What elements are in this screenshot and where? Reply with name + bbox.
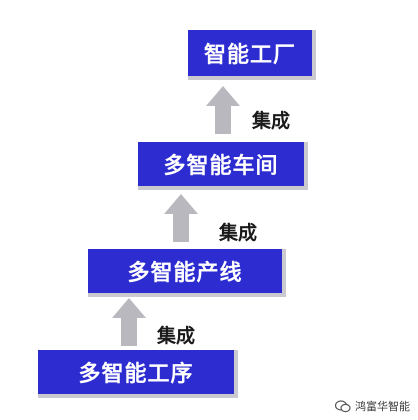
- level-label-process: 多智能工序: [78, 362, 194, 387]
- connector-label-3: 集成: [252, 110, 291, 132]
- up-arrow-icon-2: [164, 194, 198, 242]
- connector-label-1: 集成: [157, 325, 196, 347]
- wechat-icon: [335, 399, 351, 412]
- level-block-line: 多智能产线: [88, 249, 286, 297]
- level-block-factory: 智能工厂: [188, 30, 316, 80]
- level-block-workshop: 多智能车间: [138, 142, 308, 190]
- up-arrow-icon-1: [112, 298, 146, 346]
- watermark-text: 鸿富华智能: [355, 400, 410, 413]
- level-block-process: 多智能工序: [38, 350, 238, 398]
- level-label-line: 多智能产线: [127, 261, 243, 286]
- level-label-factory: 智能工厂: [203, 43, 296, 68]
- connector-label-2: 集成: [219, 222, 258, 244]
- level-label-workshop: 多智能车间: [163, 154, 279, 179]
- watermark: 鸿富华智能: [335, 398, 410, 414]
- up-arrow-icon-3: [206, 86, 240, 134]
